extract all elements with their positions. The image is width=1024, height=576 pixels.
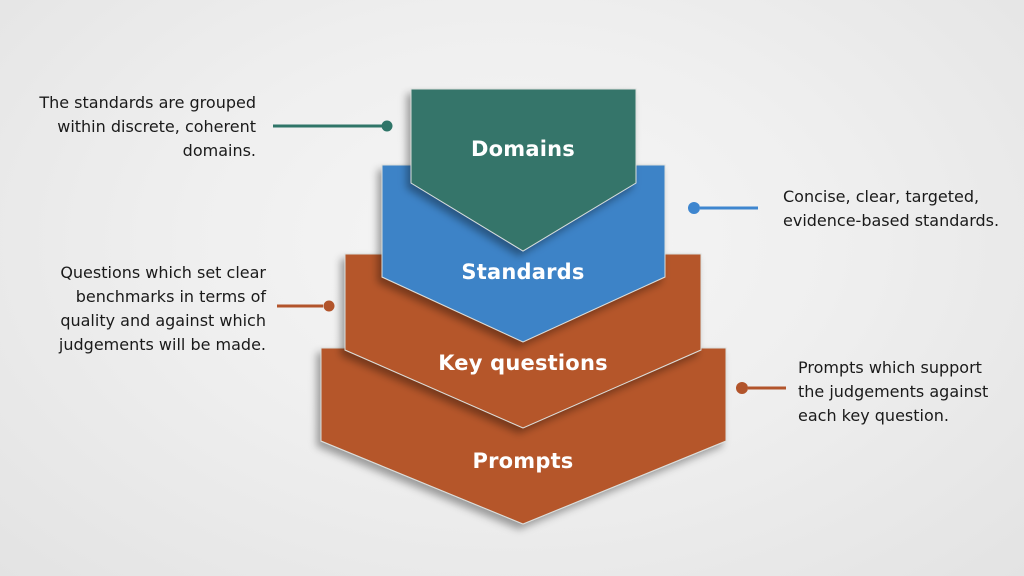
label-standards: Standards: [461, 260, 584, 284]
connector-dot-key-questions: [323, 300, 335, 312]
annotation-domains-line: domains.: [182, 141, 256, 160]
annotation-domains-line: The standards are grouped: [39, 93, 256, 112]
annotation-key-questions-line: benchmarks in terms of: [75, 287, 266, 306]
chevron-domains: [410, 88, 637, 252]
annotation-key-questions-line: judgements will be made.: [58, 335, 266, 354]
connector-dot-prompts: [736, 382, 748, 394]
annotation-standards-line: evidence-based standards.: [783, 211, 1000, 230]
annotation-key-questions: Questions which set clear benchmarks in …: [59, 261, 266, 357]
connector-dot-domains: [381, 120, 393, 132]
annotation-prompts: Prompts which support the judgements aga…: [798, 356, 988, 428]
annotation-standards: Concise, clear, targeted, evidence-based…: [783, 185, 999, 233]
chevron-domains-shape: [410, 88, 637, 252]
label-domains: Domains: [471, 137, 575, 161]
annotation-key-questions-line: quality and against which: [60, 311, 266, 330]
annotation-prompts-line: each key question.: [798, 406, 949, 425]
annotation-domains-line: within discrete, coherent: [57, 117, 256, 136]
annotation-standards-line: Concise, clear, targeted,: [783, 187, 980, 206]
annotation-key-questions-line: Questions which set clear: [60, 263, 266, 282]
annotation-domains: The standards are grouped within discret…: [39, 91, 256, 163]
annotation-prompts-line: Prompts which support: [798, 358, 982, 377]
annotation-prompts-line: the judgements against: [798, 382, 989, 401]
connector-dot-standards: [688, 202, 700, 214]
label-key-questions: Key questions: [438, 351, 608, 375]
label-prompts: Prompts: [472, 449, 573, 473]
